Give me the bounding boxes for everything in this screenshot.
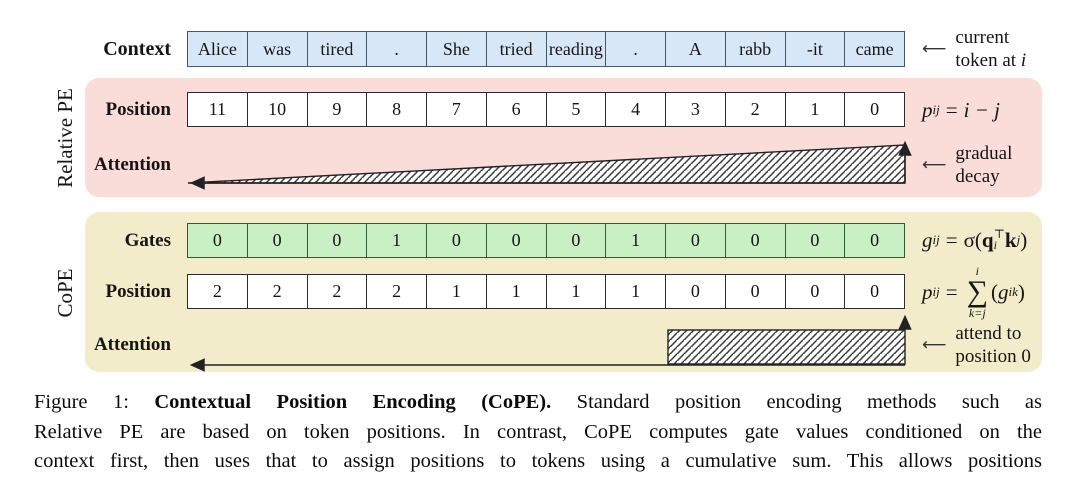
attend-region-rect [667, 329, 906, 365]
rel-position-row-label: Position [105, 98, 171, 120]
cope-position-cell: 2 [307, 274, 368, 309]
gate-cell: 0 [486, 223, 547, 258]
rel-attention-graphic [187, 140, 912, 190]
cope-position-cell: 1 [486, 274, 547, 309]
context-annotation-text: current token at i [955, 27, 1027, 71]
caption-line-3: context first, then uses that to assign … [34, 450, 1042, 472]
decay-triangle [187, 144, 906, 184]
rel-position-cell: 0 [845, 92, 905, 127]
context-token-cell: tried [486, 31, 547, 67]
cope-position-cell: 1 [606, 274, 666, 309]
cope-position-cell: 0 [785, 274, 846, 309]
rel-position-cell: 2 [725, 92, 786, 127]
gate-cell: 1 [367, 223, 427, 258]
context-token-cell: She [427, 31, 487, 67]
cope-position-cell: 0 [666, 274, 726, 309]
context-token-cell: . [367, 31, 427, 67]
cope-position-cell: 1 [427, 274, 487, 309]
left-arrow-icon: ⟵ [922, 334, 947, 355]
gates-row-label: Gates [124, 229, 171, 251]
gate-cell: 0 [546, 223, 607, 258]
relative-pe-side-label: Relative PE [53, 88, 77, 188]
context-token-cell: Alice [187, 31, 248, 67]
cope-position-cell: 2 [367, 274, 427, 309]
rel-position-cell: 9 [307, 92, 368, 127]
context-token-cell: was [247, 31, 308, 67]
context-token-cell: -it [785, 31, 846, 67]
gate-cell: 0 [247, 223, 308, 258]
gate-cell: 0 [666, 223, 726, 258]
cope-attention-graphic [189, 314, 912, 372]
context-token-cell: rabb [725, 31, 786, 67]
cope-attention-label: Attention [93, 334, 171, 355]
gate-cell: 0 [187, 223, 248, 258]
rel-position-cell: 6 [486, 92, 547, 127]
sum-symbol: i ∑ k=j [966, 264, 988, 320]
left-arrow-icon: ⟵ [922, 38, 947, 59]
rel-position-cell: 8 [367, 92, 427, 127]
gate-cell: 0 [307, 223, 368, 258]
rel-position-cell: 1 [785, 92, 846, 127]
rel-position-cell: 4 [606, 92, 666, 127]
context-annotation: ⟵ current token at i [922, 26, 1026, 72]
figure-caption: Figure 1: Contextual Position Encoding (… [34, 388, 1042, 477]
gate-cell: 1 [606, 223, 666, 258]
context-row-label: Context [103, 37, 171, 60]
cope-position-cell: 0 [725, 274, 786, 309]
rel-attention-label: Attention [93, 154, 171, 175]
gradual-decay-text: gradual decay [955, 143, 1013, 187]
caption-line-1: Figure 1: Contextual Position Encoding (… [34, 391, 1042, 413]
context-token-cell: . [606, 31, 666, 67]
context-token-cell: came [845, 31, 905, 67]
cope-position-cell: 0 [845, 274, 905, 309]
gate-cell: 0 [785, 223, 846, 258]
context-token-cell: tired [307, 31, 368, 67]
cope-position-cell: 2 [247, 274, 308, 309]
gate-cell: 0 [725, 223, 786, 258]
cope-position-cell: 1 [546, 274, 607, 309]
cope-position-cell: 2 [187, 274, 248, 309]
context-token-cell: reading [546, 31, 607, 67]
rel-position-cell: 7 [427, 92, 487, 127]
attend-position0-annotation: ⟵ attend to position 0 [922, 321, 1031, 369]
rel-position-cell: 3 [666, 92, 726, 127]
rel-position-cell: 11 [187, 92, 248, 127]
cope-position-row-label: Position [105, 280, 171, 302]
gate-cell: 0 [845, 223, 905, 258]
rel-position-cell: 5 [546, 92, 607, 127]
caption-line-2: Relative PE are based on token positions… [34, 420, 1042, 443]
context-token-cell: A [666, 31, 726, 67]
gradual-decay-annotation: ⟵ gradual decay [922, 141, 1012, 189]
gate-cell: 0 [427, 223, 487, 258]
rel-position-cell: 10 [247, 92, 308, 127]
attend-position0-text: attend to position 0 [955, 323, 1031, 367]
left-arrow-icon: ⟵ [922, 154, 947, 175]
